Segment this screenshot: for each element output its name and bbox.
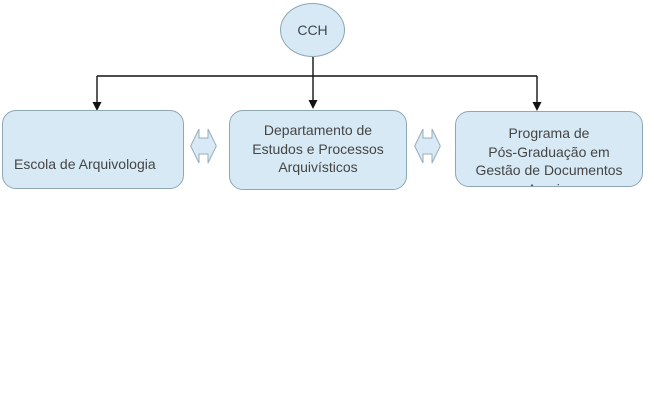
node-label: Programa de Pós-Graduação em Gestão de D… (475, 125, 623, 186)
root-node-label: CCH (297, 22, 328, 38)
root-node-cch: CCH (280, 3, 345, 57)
double-arrow-icon (190, 128, 217, 164)
double-arrow-icon (414, 128, 441, 164)
node-programa-pos-graduacao: Programa de Pós-Graduação em Gestão de D… (455, 111, 643, 187)
node-departamento-estudos-processos: Departamento de Estudos e Processos Arqu… (229, 110, 407, 190)
node-label: Departamento de Estudos e Processos Arqu… (252, 122, 384, 175)
node-label: Escola de Arquivologia (14, 156, 156, 172)
node-escola-de-arquivologia: Escola de Arquivologia (2, 110, 184, 189)
